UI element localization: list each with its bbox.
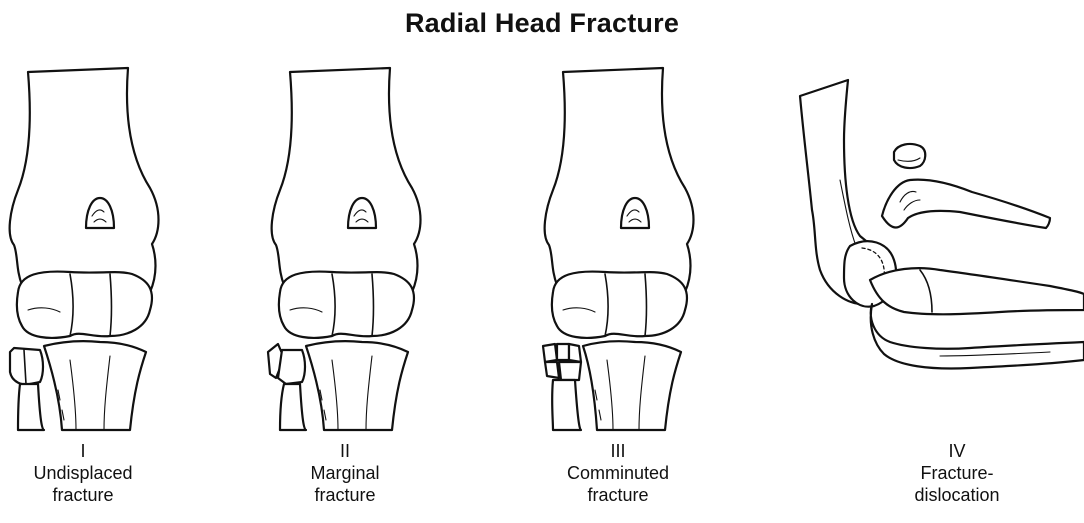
caption-marginal: II Marginal fracture <box>225 440 465 506</box>
humerus <box>545 68 694 292</box>
radius-shaft <box>280 384 306 430</box>
elbow-marginal-drawing <box>262 60 437 430</box>
caption-line-2: fracture <box>498 484 738 506</box>
ulna <box>44 341 146 430</box>
ulna <box>306 341 408 430</box>
caption-fracture-dislocation: IV Fracture- dislocation <box>837 440 1077 506</box>
fragment-1 <box>543 344 557 362</box>
caption-line-2: fracture <box>0 484 203 506</box>
panel-marginal-illustration <box>262 60 437 430</box>
grade-label: IV <box>837 440 1077 462</box>
capitulum-trochlea <box>17 272 152 338</box>
caption-comminuted: III Comminuted fracture <box>498 440 738 506</box>
displaced-head-fragment <box>894 144 925 168</box>
caption-line-2: fracture <box>225 484 465 506</box>
fragment-3 <box>569 344 581 362</box>
caption-line-1: Undisplaced <box>0 462 203 484</box>
ulna <box>583 341 681 430</box>
caption-line-1: Comminuted <box>498 462 738 484</box>
radius <box>882 180 1050 228</box>
caption-line-1: Fracture- <box>837 462 1077 484</box>
elbow-comminuted-drawing <box>535 60 710 430</box>
panel-fracture-dislocation-illustration <box>800 60 1084 430</box>
grade-label: I <box>0 440 203 462</box>
capitulum-trochlea <box>552 272 687 338</box>
radius-shaft <box>552 380 581 430</box>
radial-head <box>278 350 305 384</box>
ulna <box>870 268 1084 314</box>
caption-line-2: dislocation <box>837 484 1077 506</box>
elbow-undisplaced-drawing <box>0 60 175 430</box>
radius-shaft <box>18 384 44 430</box>
grade-label: III <box>498 440 738 462</box>
humerus <box>272 68 421 292</box>
fragment-5 <box>559 362 581 380</box>
capitulum-trochlea <box>279 272 414 338</box>
caption-line-1: Marginal <box>225 462 465 484</box>
elbow-fracture-dislocation-drawing <box>800 60 1084 430</box>
panel-undisplaced-illustration <box>0 60 175 430</box>
caption-undisplaced: I Undisplaced fracture <box>0 440 203 506</box>
humerus <box>10 68 159 292</box>
panel-comminuted-illustration <box>535 60 710 430</box>
grade-label: II <box>225 440 465 462</box>
fragment-2 <box>557 344 569 360</box>
fragment-4 <box>545 362 559 378</box>
diagram-title: Radial Head Fracture <box>0 8 1084 39</box>
